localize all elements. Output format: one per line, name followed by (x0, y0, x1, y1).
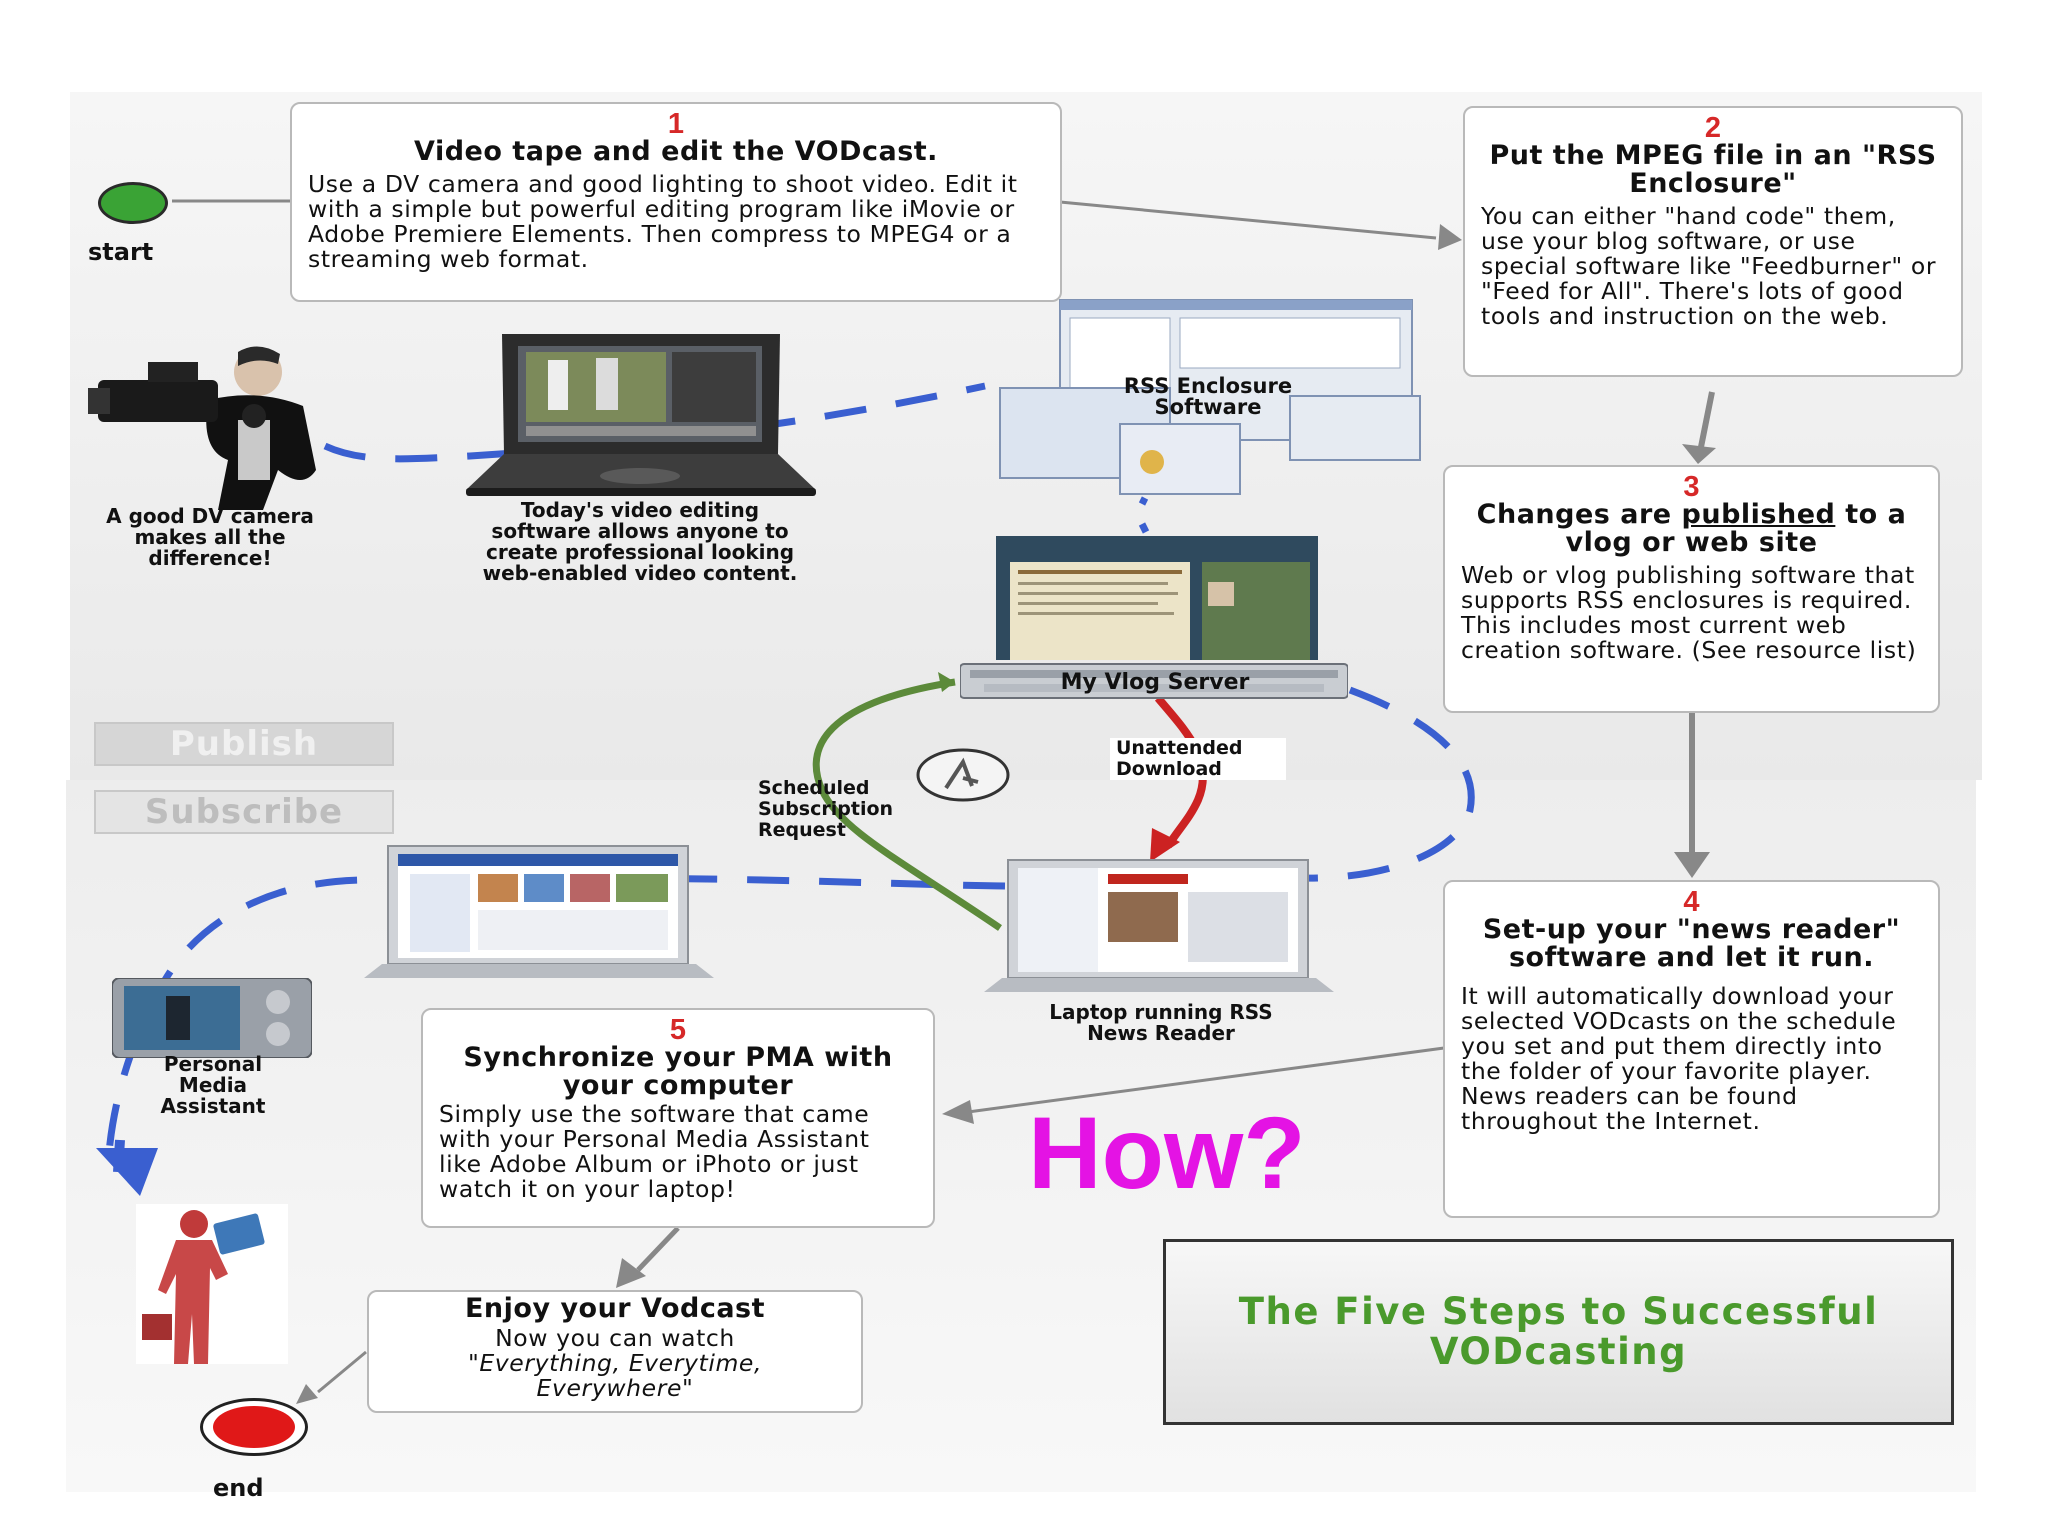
unattended-caption: Unattended Download (1110, 738, 1286, 780)
scheduled-caption: Scheduled Subscription Request (758, 777, 894, 841)
rss-software-windows-image (990, 296, 1430, 498)
step-5-number: 5 (669, 1014, 687, 1046)
start-node (98, 182, 168, 224)
main-title: The Five Steps to Successful VODcasting (1238, 1290, 1879, 1373)
enjoy-box: Enjoy your Vodcast Now you can watch "Ev… (367, 1290, 863, 1413)
step-4-box: 4 Set-up your "news reader" software and… (1443, 880, 1940, 1218)
enjoy-line-1: Now you can watch (495, 1324, 735, 1352)
step-2-number: 2 (1704, 112, 1722, 144)
camera-operator-image (88, 340, 328, 510)
end-node-fill (213, 1406, 295, 1448)
step-4-title: Set-up your "news reader" software and l… (1482, 914, 1901, 973)
browser-laptop-image (362, 844, 716, 984)
step-1-title: Video tape and edit the VODcast. (414, 136, 938, 167)
step-5-text: Simply use the software that came with y… (439, 1100, 870, 1203)
step-3-title-post: to a vlog or web site (1565, 499, 1907, 558)
end-label: end (213, 1474, 264, 1502)
step-1-box: 1 Video tape and edit the VODcast. Use a… (290, 102, 1062, 302)
step-4-number: 4 (1683, 886, 1700, 918)
step-3-title-pre: Changes are (1476, 499, 1682, 530)
sample-blog-image (996, 536, 1318, 660)
step-3-title: Changes are published to a vlog or web s… (1461, 501, 1922, 557)
camera-caption: A good DV camera makes all the differenc… (106, 504, 314, 570)
step-3-text: Web or vlog publishing software that sup… (1461, 561, 1917, 664)
step-3-box: 3 Changes are published to a vlog or web… (1443, 465, 1940, 713)
how-question-text: How? (1028, 1096, 1306, 1210)
editing-caption: Today's video editing software allows an… (482, 498, 798, 585)
pma-device-image (111, 977, 313, 1059)
step-5-box: 5 Synchronize your PMA with your compute… (421, 1008, 935, 1228)
step-1-text: Use a DV camera and good lighting to sho… (308, 170, 1018, 273)
step-1-number: 1 (667, 108, 685, 140)
subscribe-tab[interactable]: Subscribe (94, 790, 394, 834)
enjoy-title: Enjoy your Vodcast (464, 1293, 766, 1324)
step-4-text: It will automatically download your sele… (1461, 982, 1897, 1135)
step-2-box: 2 Put the MPEG file in an "RSS Enclosure… (1463, 106, 1963, 377)
reader-laptop-image (982, 858, 1336, 998)
step-5-title: Synchronize your PMA with your computer (463, 1042, 893, 1101)
rss-software-caption: RSS Enclosure Software (1123, 374, 1293, 419)
step-2-text: You can either "hand code" them, use you… (1481, 202, 1937, 330)
pma-caption: Personal Media Assistant (160, 1052, 266, 1118)
enjoy-line-2: "Everything, Everytime, Everywhere" (467, 1349, 763, 1402)
vlog-server-caption: My Vlog Server (1060, 670, 1250, 695)
step-3-number: 3 (1683, 471, 1700, 503)
publish-tab[interactable]: Publish (94, 722, 394, 766)
reader-laptop-caption: Laptop running RSS News Reader (1049, 1000, 1273, 1045)
step-2-title: Put the MPEG file in an "RSS Enclosure" (1489, 140, 1937, 199)
start-label: start (88, 238, 154, 266)
vlog-server-image (959, 662, 1349, 702)
step-3-title-link: published (1681, 499, 1836, 530)
main-title-box: The Five Steps to Successful VODcasting (1163, 1239, 1954, 1425)
editing-laptop-image (460, 330, 820, 500)
person-with-device-image (136, 1204, 288, 1364)
clock-icon (916, 748, 1010, 802)
